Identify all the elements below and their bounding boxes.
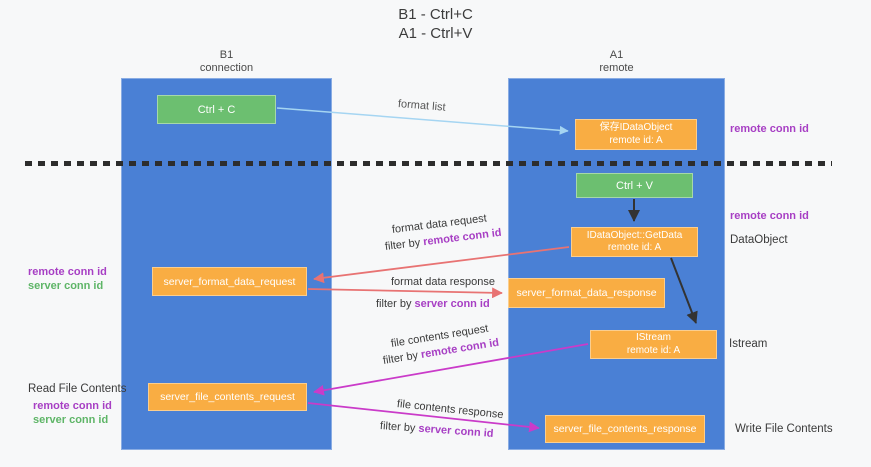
- server-file-contents-response-label: server_file_contents_response: [553, 423, 697, 435]
- filter-prefix: filter by: [384, 236, 424, 253]
- ctrl-v-box: Ctrl + V: [576, 173, 693, 198]
- filter-prefix: filter by: [376, 298, 415, 310]
- server-file-contents-response-box: server_file_contents_response: [545, 415, 705, 443]
- right-column-role: remote: [599, 62, 634, 74]
- server-format-data-response-box: server_format_data_response: [508, 278, 665, 308]
- filter-by-server-conn-id-label-1: filter by server conn id: [376, 298, 490, 310]
- diagram-title-line2: A1 - Ctrl+V: [398, 25, 473, 42]
- istream-side-label: Istream: [729, 338, 768, 350]
- filter-highlight: server conn id: [418, 422, 494, 440]
- filter-prefix: filter by: [382, 349, 422, 367]
- remote-conn-id-label-mid: remote conn id: [730, 210, 809, 222]
- left-remote-conn-id-format: remote conn id: [28, 266, 107, 278]
- left-column-header: B1 connection: [121, 49, 332, 75]
- filter-prefix: filter by: [379, 420, 419, 435]
- right-column-name: A1: [609, 49, 624, 61]
- write-file-contents-label: Write File Contents: [735, 423, 833, 435]
- remote-conn-id-label-top: remote conn id: [730, 123, 809, 135]
- server-format-data-request-label: server_format_data_request: [163, 275, 296, 288]
- left-remote-conn-id-file: remote conn id: [33, 400, 112, 412]
- getdata-line1: IDataObject::GetData: [586, 229, 683, 241]
- getdata-line2: remote id: A: [607, 242, 662, 253]
- ctrl-v-label: Ctrl + V: [616, 179, 653, 192]
- istream-line2: remote id: A: [626, 344, 681, 356]
- format-list-label: format list: [397, 98, 447, 114]
- server-format-data-response-label: server_format_data_response: [516, 287, 657, 299]
- phase-divider-dashed-line: [25, 161, 832, 166]
- server-file-contents-request-label: server_file_contents_request: [160, 391, 295, 403]
- save-idataobject-line2: remote id: A: [609, 134, 663, 146]
- read-file-contents-label: Read File Contents: [28, 383, 127, 395]
- server-file-contents-request-box: server_file_contents_request: [148, 383, 307, 411]
- left-column-role: connection: [199, 62, 254, 74]
- save-idataobject-box: 保存IDataObject remote id: A: [575, 119, 697, 150]
- server-format-data-request-box: server_format_data_request: [152, 267, 307, 296]
- left-column-name: B1: [219, 49, 234, 61]
- right-column-header: A1 remote: [508, 49, 725, 75]
- dataobject-label: DataObject: [730, 234, 788, 246]
- file-contents-response-label: file contents response: [396, 398, 505, 422]
- ctrl-c-label: Ctrl + C: [197, 103, 236, 116]
- left-server-conn-id-format: server conn id: [28, 280, 104, 292]
- ctrl-c-box: Ctrl + C: [157, 95, 276, 124]
- istream-box: IStream remote id: A: [590, 330, 717, 359]
- left-server-conn-id-file: server conn id: [33, 414, 109, 426]
- filter-by-server-conn-id-label-2: filter by server conn id: [380, 420, 494, 440]
- filter-highlight: server conn id: [414, 298, 490, 310]
- getdata-box: IDataObject::GetData remote id: A: [571, 227, 698, 257]
- diagram-title-line1: B1 - Ctrl+C: [398, 6, 473, 23]
- format-data-response-label: format data response: [391, 276, 495, 288]
- istream-line1: IStream: [635, 332, 671, 343]
- save-idataobject-line1: 保存IDataObject: [599, 122, 673, 133]
- format-data-response-arrow: [307, 287, 503, 299]
